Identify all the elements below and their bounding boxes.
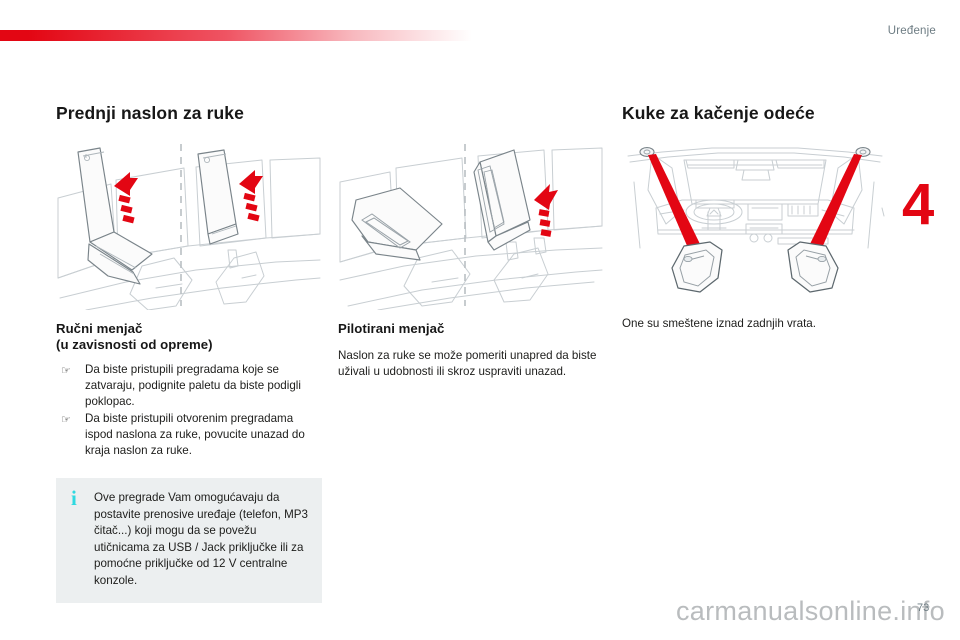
info-box: i Ove pregrade Vam omogućavaju da postav…	[56, 478, 322, 603]
right-column-text: One su smeštene iznad zadnjih vrata.	[622, 316, 888, 332]
middle-column-body: Naslon za ruke se može pomeriti unapred …	[338, 349, 597, 378]
chapter-number: 4	[902, 172, 934, 237]
middle-column-text: Pilotirani menjač Naslon za ruke se može…	[338, 321, 604, 380]
list-item-label: Da biste pristupili otvorenim pregradama…	[85, 412, 305, 457]
left-column-text: Ručni menjač (u zavisnosti od opreme) ☞ …	[56, 321, 322, 460]
info-box-text: Ove pregrade Vam omogućavaju da postavit…	[94, 491, 308, 587]
subtitle-line-2: (u zavisnosti od opreme)	[56, 337, 213, 352]
subtitle-line-1: Ručni menjač	[56, 321, 143, 336]
pointing-hand-icon: ☞	[61, 414, 71, 426]
instruction-list: ☞ Da biste pristupili pregradama koje se…	[56, 362, 322, 459]
page-title-front-armrest: Prednji naslon za ruke	[56, 103, 244, 123]
header-title: Uređenje	[887, 25, 936, 37]
info-icon: i	[71, 486, 77, 510]
page-title-coat-hooks: Kuke za kačenje odeće	[622, 103, 815, 123]
subtitle-automatic-gearbox: Pilotirani menjač	[338, 321, 445, 336]
list-item: ☞ Da biste pristupili pregradama koje se…	[56, 362, 322, 410]
pointing-hand-icon: ☞	[61, 365, 71, 377]
coat-hooks-interior-illustration	[622, 138, 888, 310]
site-watermark: carmanualsonline.info	[676, 596, 945, 626]
right-column-body: One su smeštene iznad zadnjih vrata.	[622, 317, 816, 330]
page-number: 73	[917, 602, 930, 614]
list-item-label: Da biste pristupili pregradama koje se z…	[85, 363, 301, 408]
subtitle-manual-gearbox: Ručni menjač (u zavisnosti od opreme)	[56, 321, 322, 353]
header-accent-bar	[0, 30, 472, 41]
armrest-automatic-gearbox-illustration	[338, 138, 604, 310]
armrest-manual-gearbox-illustration	[56, 138, 322, 310]
list-item: ☞ Da biste pristupili otvorenim pregrada…	[56, 411, 322, 459]
